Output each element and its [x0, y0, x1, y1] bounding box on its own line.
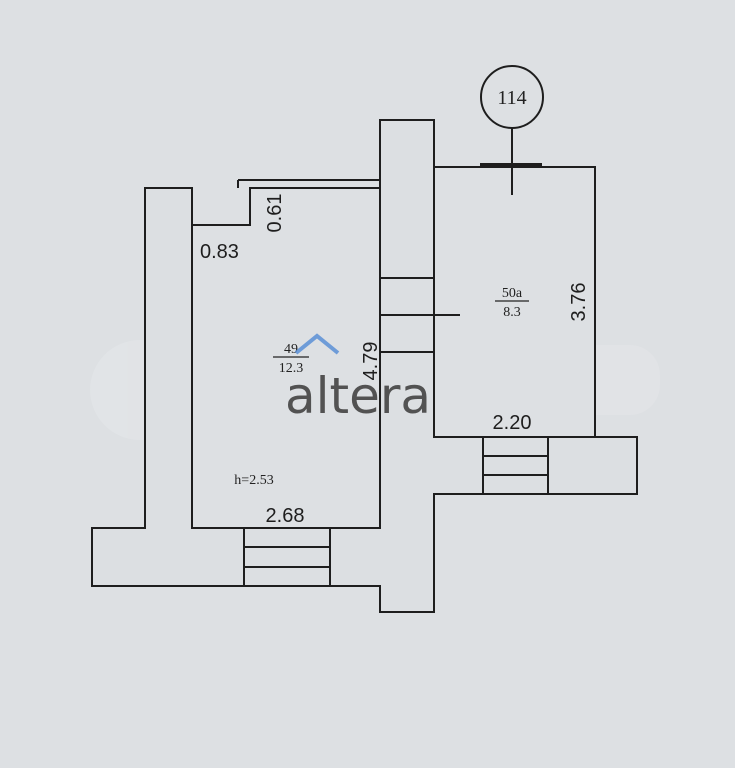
- door-opening: [380, 277, 460, 353]
- plan-number: 114: [497, 87, 526, 109]
- stairs-right: [482, 437, 549, 494]
- stairs-bottom: [243, 528, 331, 586]
- room-49-height: h=2.53: [234, 473, 273, 488]
- room-50a-number: 50а: [502, 286, 523, 301]
- room-49-area: 12.3: [279, 361, 304, 376]
- room-49-number: 49: [284, 342, 298, 357]
- plan-marker-circle: [480, 65, 544, 129]
- dim-room-50a-length: 3.76: [568, 283, 590, 322]
- dim-room-49-width: 2.68: [266, 505, 305, 527]
- dimensions: 0.83 0.61 4.79 2.68 3.76 2.20: [200, 194, 590, 527]
- dim-notch-width: 0.83: [200, 241, 239, 263]
- room-49-floor: [191, 187, 381, 529]
- room-50a-area: 8.3: [503, 305, 521, 320]
- watermark: altera: [285, 333, 431, 425]
- room-50a-floor: [433, 166, 596, 438]
- partition-top: [237, 179, 380, 189]
- room-49-label: 49 12.3 h=2.53: [234, 342, 309, 488]
- watermark-text: altera: [285, 367, 431, 425]
- plan-marker: 114: [480, 65, 544, 195]
- dim-notch-depth: 0.61: [264, 194, 286, 233]
- room-interiors: [191, 166, 596, 529]
- room-50a-label: 50а 8.3: [495, 286, 529, 320]
- watermark-roof-icon: [294, 333, 340, 355]
- dim-room-49-length: 4.79: [360, 342, 382, 381]
- dim-room-50a-width: 2.20: [493, 412, 532, 434]
